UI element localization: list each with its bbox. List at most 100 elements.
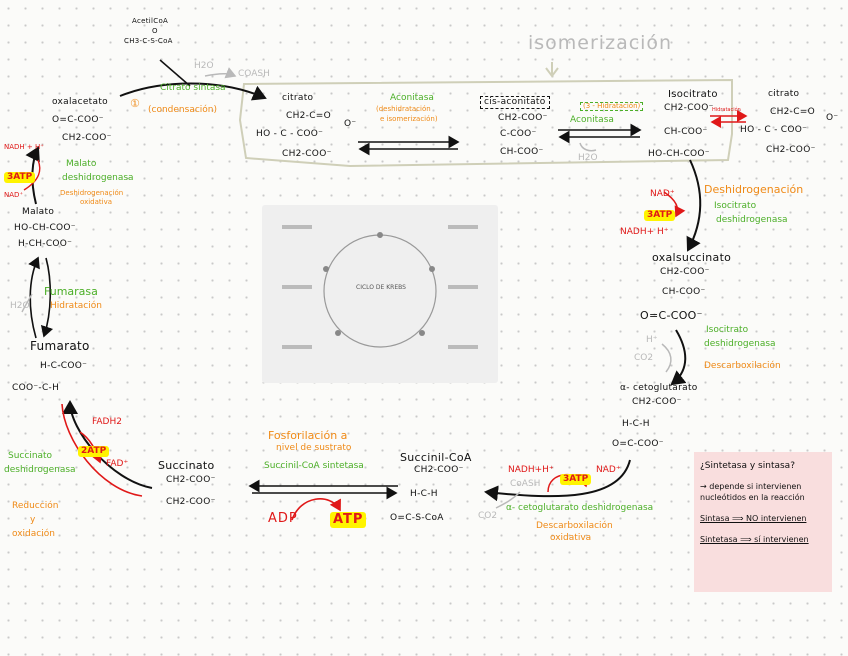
oxalacetato-line-2: CH2-COO⁻ [62,133,112,143]
malato-line-1: HO-CH-COO⁻ [14,223,76,233]
isomerization-box [238,78,733,168]
a-cetoglutarato-name: α- cetoglutarato [620,383,698,393]
deshidrogenacion-oxidativa-label: Deshidrogenación [60,189,124,197]
coash-akg: CoASH [510,479,541,489]
oxalacetato-line-1: O=C-COO⁻ [52,115,104,125]
oxalsuccinato-line-2: CH-COO⁻ [662,287,706,297]
note-question: ¿Sintetasa y sintasa? [700,461,795,471]
succinil-coa-line-3: O=C-S-CoA [390,513,444,523]
oxalsuccinato-line-1: CH2-COO⁻ [660,267,710,277]
succinato-line-2: CH2-COO⁻ [166,497,216,507]
citrato-o-minus: O⁻ [344,119,357,129]
succinil-coa-line-2: H-C-H [410,489,438,499]
oxalsuccinato-line-3: O=C-COO⁻ [640,309,703,322]
deshidrogenacion-label: Deshidrogenación [704,183,804,196]
isocitrato-dh-2-name-2: deshidrogenasa [704,339,776,349]
isocitrato-line-2: CH-COO⁻ [664,127,708,137]
citrato-right-line-1: CH2-C=O [770,107,816,117]
atp-iso-badge: 3ATP [644,210,676,222]
isocitrato-line-1: CH2-COO⁻ [664,103,714,113]
nad-mal: NAD⁺ [4,191,24,199]
a-cetoglutarato-line-2: H-C-H [622,419,650,429]
citrato-right-line-3: CH2-COO⁻ [766,145,816,155]
fumarato-line-2: COO⁻-C-H [12,383,60,393]
h-plus-iso: H⁺ [646,335,658,345]
cis-aconitato-line-3: CH-COO⁻ [500,147,544,157]
page-title: isomerización [528,32,673,54]
cis-aconitato-name: cis-aconitato [480,96,550,110]
a-cetoglutarato-line-3: O=C-COO⁻ [612,439,664,449]
aconitasa-1-type: (deshidratación [376,105,431,113]
hidratacion-label: Hidratación [50,301,102,311]
nivel-sustrato-label: nivel de sustrato [276,443,352,453]
step-1-marker: ① [130,97,140,110]
nad-iso: NAD⁺ [650,189,675,199]
malato-name: Malato [22,207,55,217]
succinil-coa-line-1: CH2-COO⁻ [414,465,464,475]
cis-aconitato-line-1: CH2-COO⁻ [498,113,548,123]
note-line-3: Sintetasa ⟹ sí intervienen [700,534,809,544]
citrato-line-3: CH2-COO⁻ [282,149,332,159]
adp-label: ADP [268,511,298,526]
h2o-top: H2O [194,61,214,71]
citrato-line-1: CH2-C=O [286,111,332,121]
citrato-right-name: citrato [768,89,800,99]
isocitrato-dh-sub: Isocitrato [714,201,757,211]
oxalacetato-name: oxalacetato [52,97,108,107]
nadh-akg: NADH+H⁺ [508,465,554,475]
h2o-cis: H2O [578,153,598,163]
nadh-mal: NADH + H⁺ [4,143,44,151]
malato-line-2: H-CH-COO⁻ [18,239,73,249]
succinil-coa-name: Succinil-CoA [400,451,472,464]
fadh2-label: FADH2 [92,417,122,427]
condensacion-label: (condensación) [148,105,217,115]
atp-fad-badge: 2ATP [78,446,110,458]
note-line-1: → depende si intervienen nucleótidos en … [700,482,805,502]
descarboxilacion-label: Descarboxilación [704,361,781,371]
atp-akg-badge: 3ATP [560,474,592,486]
fad-label: FAD⁺ [106,459,129,469]
h2o-fum: H2O [10,301,30,311]
aconitasa-2-type: (3 - Hidratación) [580,102,644,112]
isocitrato-line-3: HO-CH-COO⁻ [648,149,710,159]
citrato-right-o-minus: O⁻ [826,113,839,123]
y-label: y [30,515,36,525]
citrato-name: citrato [282,93,314,103]
krebs-cycle-reference-image: CICLO DE KREBS [262,205,498,383]
co2-iso: CO2 [634,353,654,363]
isocitrato-dh-sub-2: deshidrogenasa [716,215,788,225]
aconitasa-1-label: Aconitasa [390,93,434,103]
succinato-dh-label: Succinato [8,451,53,461]
acetil-coa-name: AcetilCoA [132,17,169,25]
atp-mal-badge: 3ATP [4,172,36,184]
isocitrato-name: Isocitrato [668,89,718,100]
citrato-line-2: HO - C - COO⁻ [256,129,324,139]
fosforilacion-label: Fosforilación a [268,429,348,442]
fumarasa-label: Fumarasa [44,285,98,298]
fumarato-name: Fumarato [30,339,90,353]
deshidrogenacion-oxidativa-label-2: oxidativa [80,198,113,206]
acetil-coa-formula: CH3-C-S-CoA [124,37,173,45]
reduccion-label: Reducción [12,501,59,511]
succinil-coa-sintetasa-label: Succinil-CoA sintetasa [264,461,364,471]
isocitrato-dh-2-name: Isocitrato [706,325,749,335]
succinato-line-1: CH2-COO⁻ [166,475,216,485]
center-image-caption: CICLO DE KREBS [356,284,406,291]
hidratacion-red: Hidratación [712,107,741,113]
descarboxilacion-oxidativa-label-2: oxidativa [550,533,592,543]
cis-aconitato-line-2: C-COO⁻ [500,129,537,139]
co2-akg: CO2 [478,511,498,521]
a-ceto-dh-label: α- cetoglutarato deshidrogenasa [506,503,654,513]
succinato-dh-label-2: deshidrogenasa [4,465,76,475]
malato-dh-label: Malato [66,159,97,169]
aconitasa-1-type-2: e isomerización) [380,115,438,123]
nad-akg: NAD⁺ [596,465,621,475]
a-cetoglutarato-line-1: CH2-COO⁻ [632,397,682,407]
nadh-iso: NADH+ H⁺ [620,227,669,237]
fumarato-line-1: H-C-COO⁻ [40,361,88,371]
sintetasa-sintasa-note: ¿Sintetasa y sintasa? → depende si inter… [694,452,832,592]
note-line-2: Sintasa ⟹ NO intervienen [700,513,807,523]
acetil-coa-o: O [152,27,158,35]
coash-top: COASH [238,69,270,79]
